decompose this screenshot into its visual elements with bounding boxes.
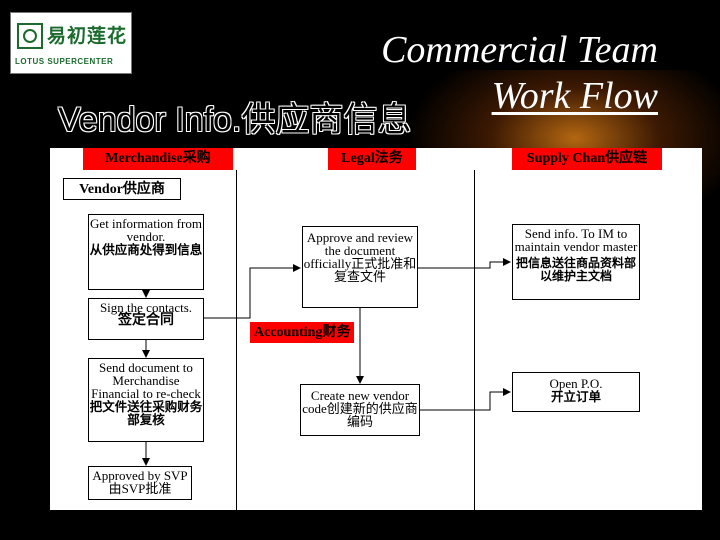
- step-approved-by-svp: Approved by SVP由SVP批准: [88, 466, 192, 500]
- step-sign-contract: Sign the contacts. 签定合同: [88, 298, 204, 340]
- step-send-document-en: Send document to Merchandise Financial t…: [91, 360, 201, 401]
- step-open-po-en: Open P.O.: [549, 376, 603, 391]
- lotus-emblem-icon: [17, 23, 43, 49]
- page-number: 25: [644, 510, 656, 524]
- logo-chinese-name: 易初莲花: [47, 25, 128, 47]
- slide-subtitle: Vendor Info.供应商信息: [58, 101, 412, 139]
- step-open-po: Open P.O. 开立订单: [512, 372, 640, 412]
- arrow-legal-to-supply: [418, 258, 511, 269]
- lane-header-legal: Legal法务: [328, 148, 416, 170]
- lotus-logo: 易初莲花 LOTUS SUPERCENTER: [10, 12, 132, 74]
- step-create-vendor-code-text: Create new vendor code创建新的供应商编码: [302, 388, 418, 429]
- step-approve-review: Approve and review the document official…: [302, 226, 418, 308]
- lane-header-merchandise: Merchandise采购: [83, 148, 233, 170]
- slide-title-line2: Work Flow: [491, 75, 658, 117]
- step-sign-contract-en: Sign the contacts.: [99, 300, 193, 315]
- lane-label-vendor: Vendor供应商: [63, 178, 181, 200]
- step-send-info-im-zh: 把信息送往商品资料部以维护主文档: [515, 256, 636, 283]
- lane-label-accounting: Accounting财务: [250, 322, 355, 343]
- step-create-vendor-code: Create new vendor code创建新的供应商编码: [300, 384, 420, 436]
- logo-english-name: LOTUS SUPERCENTER: [15, 57, 114, 66]
- step-get-information-zh: 从供应商处得到信息: [89, 242, 203, 257]
- lane-divider-1: [236, 170, 237, 510]
- step-get-information: Get information from vendor. 从供应商处得到信息: [88, 214, 204, 290]
- step-send-document-zh: 把文件送往采购财务部复核: [89, 399, 203, 427]
- arrow-sign-to-legal: [204, 264, 301, 319]
- step-get-information-en: Get information from vendor.: [90, 216, 202, 244]
- step-approve-review-text: Approve and review the document official…: [303, 230, 417, 284]
- step-send-info-im: Send info. To IM to maintain vendor mast…: [512, 224, 640, 300]
- step-send-info-im-en: Send info. To IM to maintain vendor mast…: [514, 226, 638, 254]
- arrow-create-to-openpo: [420, 388, 511, 411]
- slide-title-line1: Commercial Team: [381, 29, 658, 71]
- lane-divider-2: [474, 170, 475, 510]
- step-send-document: Send document to Merchandise Financial t…: [88, 358, 204, 442]
- step-approved-by-svp-text: Approved by SVP由SVP批准: [92, 468, 188, 496]
- lane-header-supply-chain: Supply Chan供应链: [512, 148, 662, 170]
- step-open-po-zh: 开立订单: [550, 389, 601, 404]
- step-sign-contract-zh: 签定合同: [118, 312, 174, 328]
